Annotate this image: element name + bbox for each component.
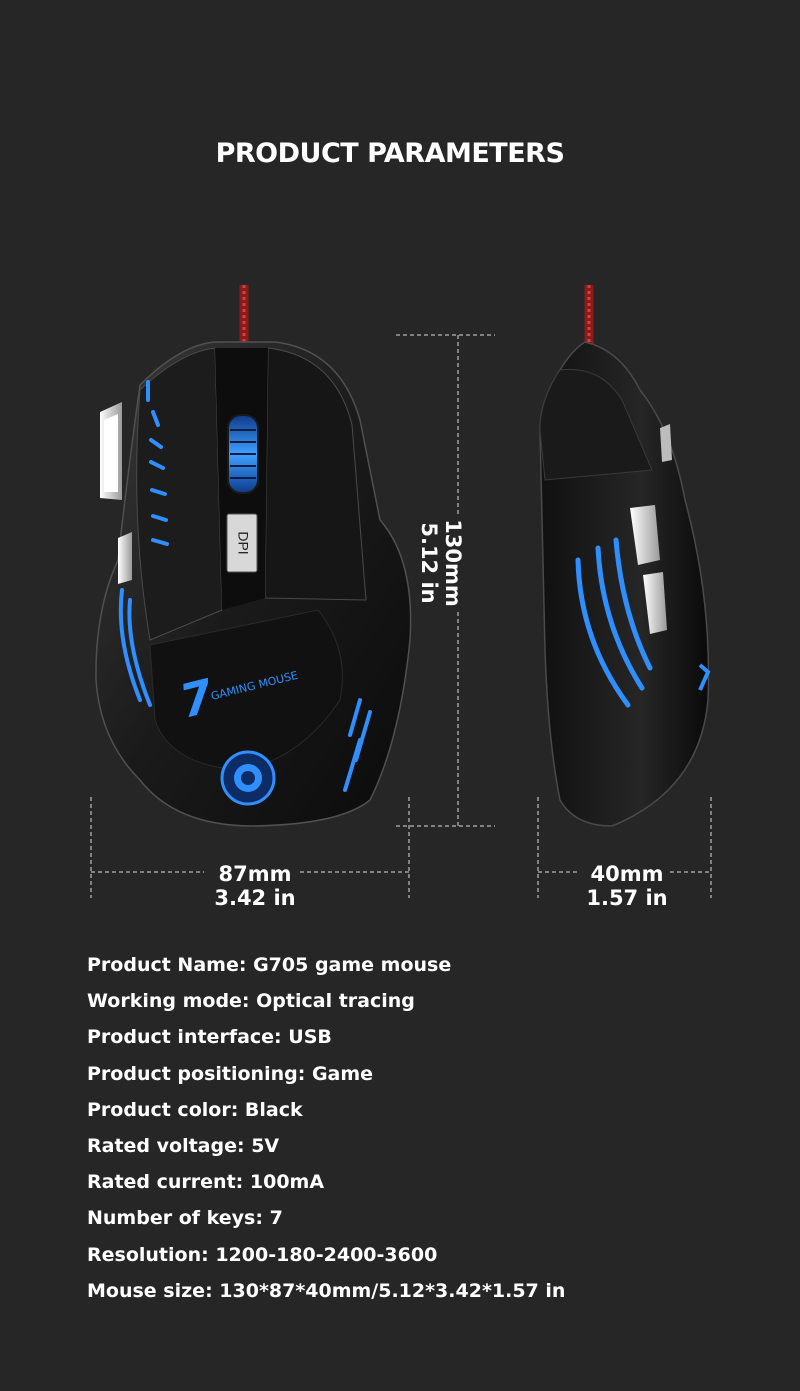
spec-value: Game — [311, 1062, 374, 1085]
spec-label: Product color: — [87, 1098, 239, 1121]
spec-label: Mouse size: — [87, 1279, 213, 1302]
mouse-side-view — [539, 285, 711, 827]
spec-item: Rated voltage: 5V — [87, 1133, 565, 1169]
page-title: PRODUCT PARAMETERS — [215, 138, 565, 169]
depth-mm: 40mm — [590, 862, 664, 886]
depth-in: 1.57 in — [586, 886, 668, 910]
width-in: 3.42 in — [214, 886, 296, 910]
spec-label: Working mode: — [87, 990, 250, 1013]
spec-item: Working mode: Optical tracing — [87, 988, 565, 1024]
spec-label: Resolution: — [87, 1243, 209, 1266]
spec-value: 1200-180-2400-3600 — [215, 1243, 438, 1266]
spec-value: G705 game mouse — [253, 954, 452, 976]
spec-value: 7 — [269, 1207, 283, 1230]
spec-item: Number of keys: 7 — [87, 1205, 565, 1241]
spec-value: Optical tracing — [256, 990, 415, 1013]
height-dimension-label: 130mm 5.12 in — [417, 488, 465, 638]
spec-label: Number of keys: — [87, 1207, 263, 1230]
height-in: 5.12 in — [417, 522, 441, 604]
spec-item: Mouse size: 130*87*40mm/5.12*3.42*1.57 i… — [87, 1278, 565, 1314]
depth-dimension-label: 40mm 1.57 in — [572, 862, 682, 910]
height-mm: 130mm — [441, 519, 465, 607]
spec-item: Product Name: G705 game mouse — [87, 952, 565, 988]
width-mm: 87mm — [218, 862, 292, 886]
dpi-button-label: DPI — [235, 531, 251, 554]
spec-label: Product positioning: — [87, 1062, 306, 1085]
spec-value: Black — [244, 1098, 303, 1121]
spec-value: 130*87*40mm/5.12*3.42*1.57 in — [219, 1279, 566, 1302]
spec-value: 5V — [251, 1134, 280, 1157]
spec-label: Product Name: — [87, 954, 247, 976]
spec-value: 100mA — [249, 1171, 325, 1194]
spec-label: Product interface: — [87, 1026, 282, 1049]
spec-value: USB — [288, 1026, 332, 1049]
spec-list: Product Name: G705 game mouse Working mo… — [87, 952, 565, 1314]
spec-item: Rated current: 100mA — [87, 1169, 565, 1205]
spec-item: Resolution: 1200-180-2400-3600 — [87, 1242, 565, 1278]
width-dimension-label: 87mm 3.42 in — [195, 862, 315, 910]
dimension-guides — [90, 334, 712, 898]
mouse-top-view: DPI 7 GAMING MOUSE — [95, 285, 412, 827]
spec-item: Product positioning: Game — [87, 1061, 565, 1097]
spec-item: Product interface: USB — [87, 1024, 565, 1060]
spec-label: Rated voltage: — [87, 1134, 245, 1157]
spec-item: Product color: Black — [87, 1097, 565, 1133]
spec-label: Rated current: — [87, 1171, 244, 1194]
